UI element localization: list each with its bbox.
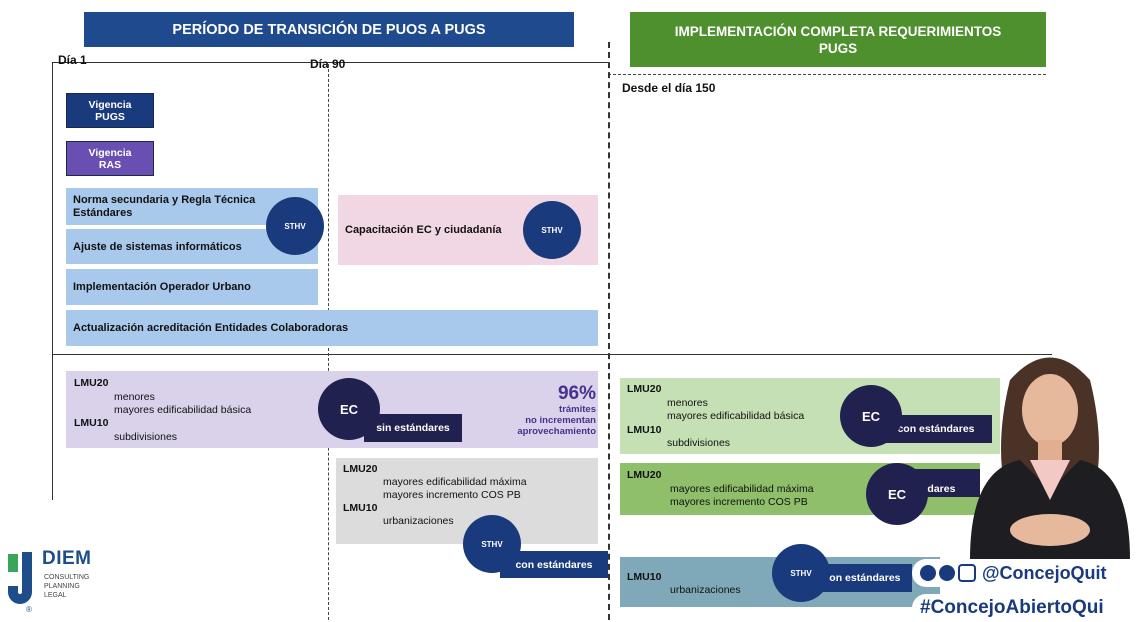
vigencia-ras-box: Vigencia RAS bbox=[66, 141, 154, 176]
sthv-circle-2: STHV bbox=[523, 201, 581, 259]
social-hashtag-bar: #ConcejoAbiertoQui bbox=[912, 594, 1148, 622]
phase-divider bbox=[608, 42, 610, 620]
social-handle-bar: @ConcejoQuit bbox=[912, 559, 1148, 587]
gray-h1: LMU20 bbox=[343, 463, 378, 475]
diem-sub1: CONSULTING bbox=[44, 574, 90, 581]
sthv-circle-3: STHV bbox=[463, 515, 521, 573]
diem-name: DIEM bbox=[42, 548, 92, 569]
day1-label: Día 1 bbox=[58, 53, 87, 67]
con-estandares-tag-1: con estándares bbox=[500, 551, 608, 578]
ec-circle-1: EC bbox=[318, 378, 380, 440]
twitter-icon bbox=[939, 565, 955, 581]
teal-h1: LMU10 bbox=[627, 571, 662, 583]
teal-l1: urbanizaciones bbox=[670, 584, 741, 596]
timeline-top-line bbox=[52, 62, 608, 63]
green1-h1: LMU20 bbox=[627, 383, 662, 395]
diem-sub3: LEGAL bbox=[44, 592, 67, 599]
purple-l2: mayores edificabilidad básica bbox=[114, 404, 252, 416]
instagram-icon bbox=[958, 564, 976, 582]
diem-mark-icon: ® bbox=[8, 552, 32, 614]
section-divider bbox=[52, 354, 1052, 355]
purple-h1: LMU20 bbox=[74, 377, 109, 389]
header-transition: PERÍODO DE TRANSICIÓN DE PUOS A PUGS bbox=[84, 12, 574, 47]
svg-text:®: ® bbox=[26, 605, 32, 614]
green2-l2: mayores incremento COS PB bbox=[670, 496, 808, 508]
green1-h2: LMU10 bbox=[627, 424, 662, 436]
timeline-left-axis bbox=[52, 62, 53, 500]
gray-h2: LMU10 bbox=[343, 502, 378, 514]
day150-label: Desde el día 150 bbox=[622, 81, 716, 95]
green1-l3: subdivisiones bbox=[667, 437, 731, 449]
purple-l3: subdivisiones bbox=[114, 431, 178, 443]
sin-estandares-tag: sin estándares bbox=[364, 414, 462, 442]
gray-l3: urbanizaciones bbox=[383, 515, 454, 527]
timeline-top-dashed bbox=[608, 74, 1046, 75]
gray-l2: mayores incremento COS PB bbox=[383, 489, 521, 501]
sign-language-presenter bbox=[950, 340, 1148, 560]
day90-label: Día 90 bbox=[310, 57, 346, 71]
bar-actualizacion: Actualización acreditación Entidades Col… bbox=[66, 310, 598, 346]
diem-sub2: PLANNING bbox=[44, 583, 80, 590]
stat-96: 96% trámites no incrementan aprovechamie… bbox=[517, 383, 596, 438]
sthv-circle-1: STHV bbox=[266, 197, 324, 255]
ec-circle-3: EC bbox=[866, 463, 928, 525]
vigencia-pugs-box: Vigencia PUGS bbox=[66, 93, 154, 128]
facebook-icon bbox=[920, 565, 936, 581]
purple-l1: menores bbox=[114, 391, 155, 403]
bar-operador-urbano: Implementación Operador Urbano bbox=[66, 269, 318, 305]
purple-h2: LMU10 bbox=[74, 417, 109, 429]
gray-l1: mayores edificabilidad máxima bbox=[383, 476, 527, 488]
sthv-circle-4: STHV bbox=[772, 544, 830, 602]
green1-l2: mayores edificabilidad básica bbox=[667, 410, 805, 422]
header-implementation: IMPLEMENTACIÓN COMPLETA REQUERIMIENTOS P… bbox=[630, 12, 1046, 67]
green2-h1: LMU20 bbox=[627, 469, 662, 481]
presenter-figure bbox=[970, 357, 1130, 560]
ec-circle-2: EC bbox=[840, 385, 902, 447]
green1-l1: menores bbox=[667, 397, 708, 409]
green2-l1: mayores edificabilidad máxima bbox=[670, 483, 814, 495]
diem-logo: ® DIEM CONSULTING PLANNING LEGAL bbox=[6, 548, 106, 618]
